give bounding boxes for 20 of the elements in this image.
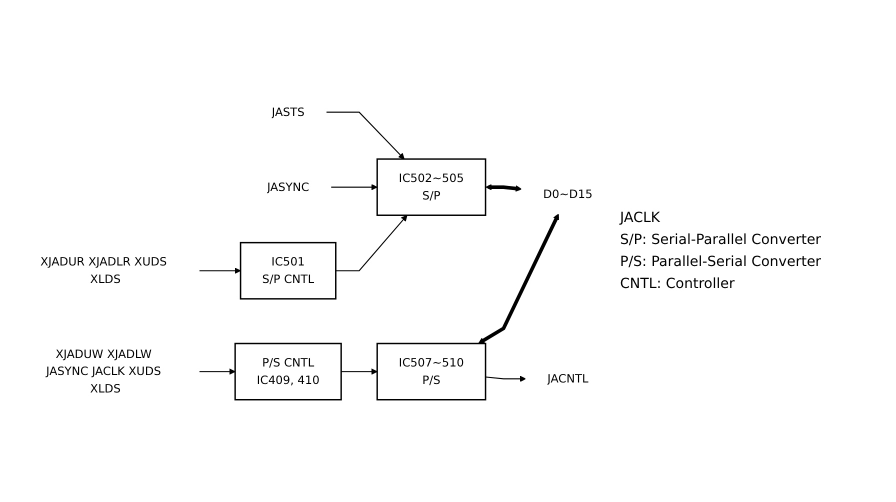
- signal-name: JACLK: [620, 210, 661, 226]
- arrow: [486, 184, 522, 192]
- node-box: IC501 S/P CNTL: [240, 242, 336, 300]
- node-text: D0~D15: [543, 188, 593, 202]
- arrow: [326, 112, 405, 160]
- abbreviation-note: S/P: Serial-Parallel Converter: [620, 232, 822, 248]
- arrow: [199, 368, 236, 376]
- arrow: [330, 184, 378, 191]
- abbreviation-note: CNTL: Controller: [620, 276, 736, 292]
- node-text: XJADUW XJADLW JASYNC JACLK XUDS XLDS: [46, 348, 162, 396]
- arrow: [199, 268, 241, 274]
- arrow: [485, 376, 526, 382]
- node-box: IC507~510 P/S: [376, 343, 486, 401]
- node-box: IC502~505 S/P: [376, 158, 486, 216]
- node-text: XJADUR XJADLR XUDS XLDS: [40, 255, 167, 286]
- abbreviation-note: P/S: Parallel-Serial Converter: [620, 254, 822, 270]
- arrow: [341, 368, 378, 376]
- node-box: P/S CNTL IC409, 410: [234, 343, 342, 401]
- arrow: [478, 214, 559, 344]
- arrow: [336, 215, 408, 272]
